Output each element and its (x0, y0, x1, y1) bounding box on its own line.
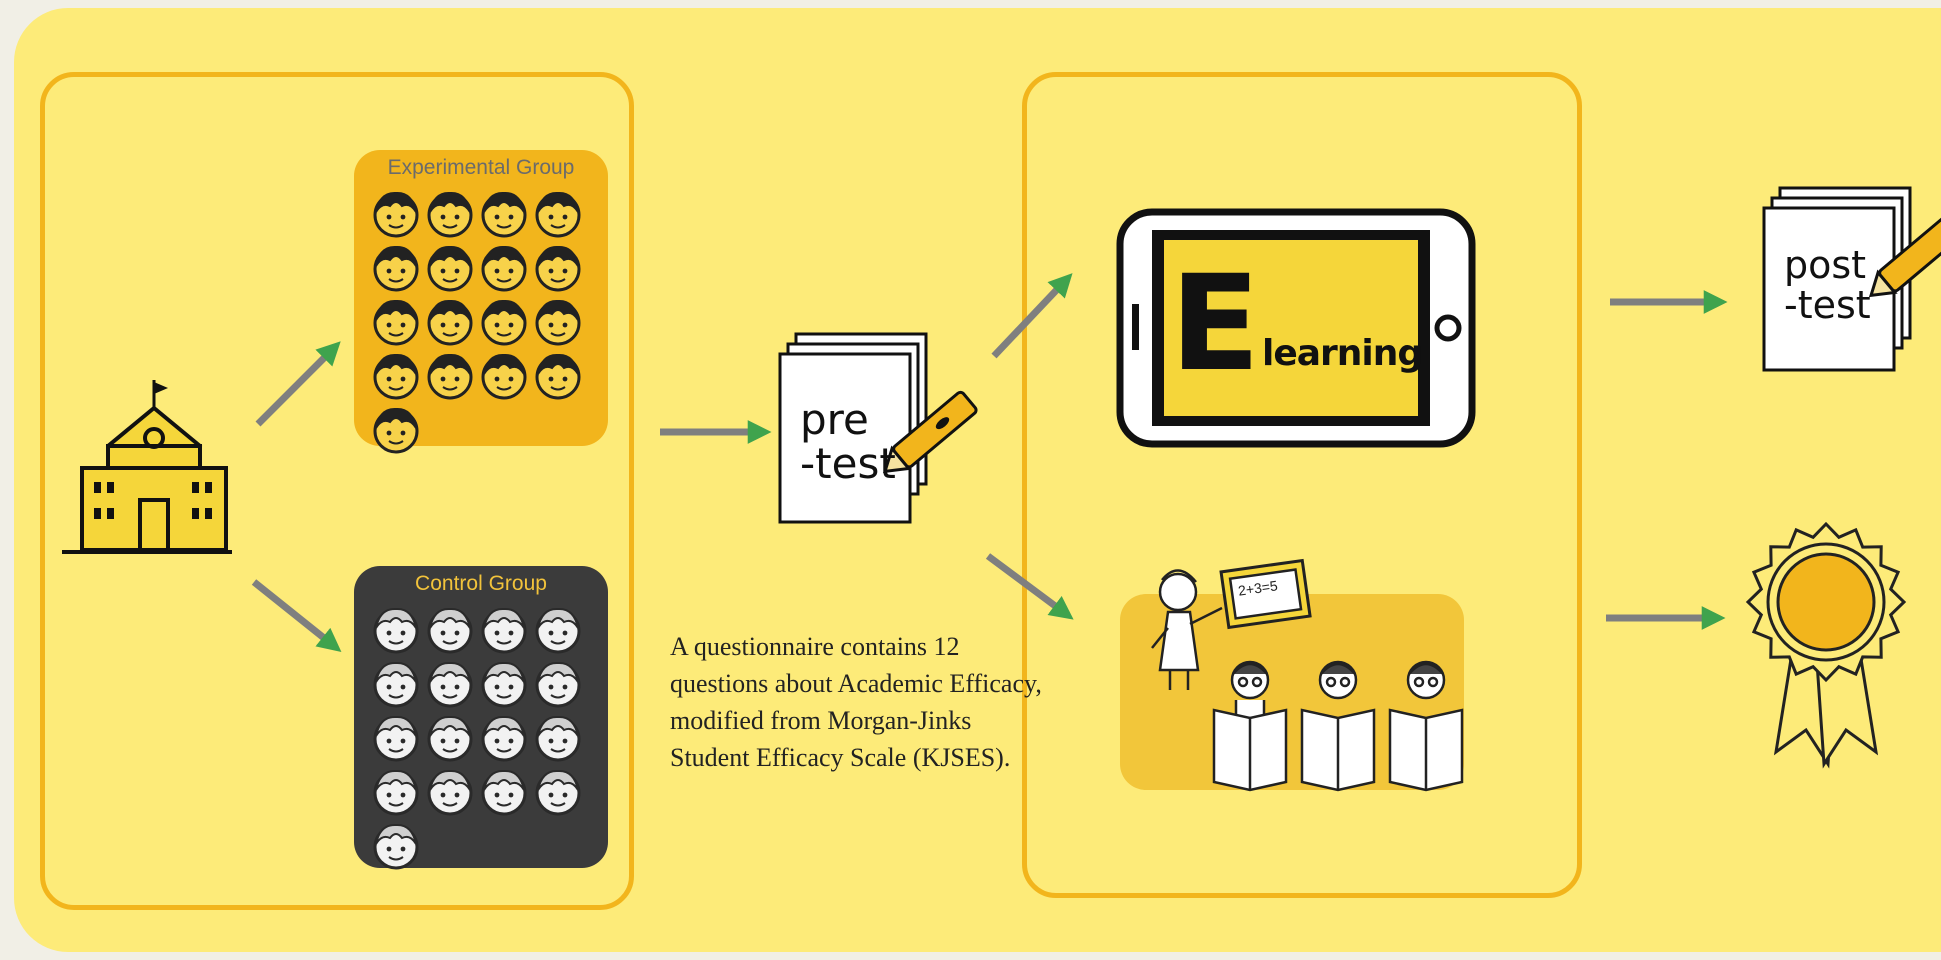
control-student-icon (424, 658, 476, 710)
control-group-box: Control Group (354, 566, 608, 870)
experimental-student-icon (424, 188, 476, 240)
grouping-phase-box (40, 72, 634, 910)
experimental-student-icon (370, 296, 422, 348)
control-student-icon (424, 712, 476, 764)
experimental-student-icon (478, 296, 530, 348)
control-student-icon (532, 766, 584, 818)
control-student-icon (370, 712, 422, 764)
control-student-icon (424, 766, 476, 818)
posttest-document-icon (1762, 186, 1941, 372)
experimental-student-icon (478, 350, 530, 402)
control-group-title: Control Group (415, 572, 547, 595)
experimental-student-icon (424, 242, 476, 294)
school-icon (62, 380, 232, 554)
posttest-line1: post (1784, 243, 1867, 287)
experimental-student-icon (370, 242, 422, 294)
treatment-phase-box (1022, 72, 1582, 898)
experimental-student-icon (478, 242, 530, 294)
experimental-group-title: Experimental Group (387, 156, 575, 179)
control-student-icon (478, 658, 530, 710)
experimental-student-icon (532, 242, 584, 294)
experimental-student-icon (424, 350, 476, 402)
arrow-school-to-experimental (255, 341, 341, 427)
control-student-icon (478, 604, 530, 656)
pretest-line1: pre (800, 395, 869, 444)
control-student-icon (370, 658, 422, 710)
control-student-icon (370, 604, 422, 656)
elearning-letter: E (1170, 247, 1261, 401)
control-student-icon (532, 658, 584, 710)
arrow-pretest-to-elearning (991, 273, 1073, 359)
questionnaire-caption: A questionnaire contains 12 questions ab… (670, 632, 1042, 772)
elearning-tablet-icon (1116, 208, 1476, 448)
control-student-icon (370, 766, 422, 818)
experimental-student-icon (478, 188, 530, 240)
control-student-icon (424, 604, 476, 656)
control-student-icon (532, 712, 584, 764)
arrow-school-to-control (251, 579, 342, 652)
classroom-illustration (1151, 558, 1464, 792)
experimental-student-icon (370, 404, 422, 456)
control-student-icon (370, 820, 422, 872)
experimental-student-icon (532, 350, 584, 402)
control-student-icon (478, 766, 530, 818)
award-medal-icon (1745, 521, 1907, 769)
pretest-label: pre -test (800, 395, 896, 489)
experimental-student-icon (370, 188, 422, 240)
pretest-document-icon (778, 332, 978, 524)
posttest-line2: -test (1784, 282, 1871, 327)
control-student-icon (478, 712, 530, 764)
experimental-student-icon (532, 296, 584, 348)
control-student-icon (532, 604, 584, 656)
elearning-word: learning (1262, 333, 1423, 374)
arrow-pretest-to-classroom (985, 553, 1074, 620)
experimental-student-icon (532, 188, 584, 240)
experimental-student-icon (370, 350, 422, 402)
experimental-group-box: Experimental Group (354, 150, 608, 454)
diagram-panel (14, 8, 1941, 952)
pretest-line2: -test (800, 439, 896, 489)
experimental-student-icon (424, 296, 476, 348)
posttest-label: post -test (1784, 243, 1871, 327)
